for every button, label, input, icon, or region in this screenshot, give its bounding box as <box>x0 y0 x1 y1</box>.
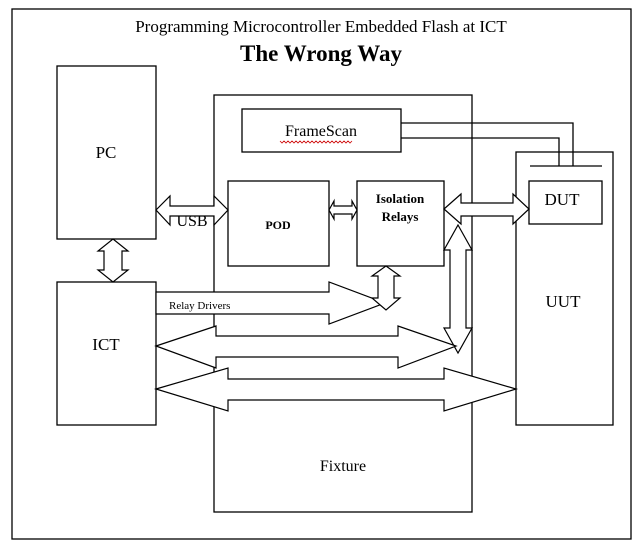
ict-uut-bus-arrow <box>153 367 519 412</box>
ict-block <box>56 281 157 426</box>
ict-relays-bus-arrow <box>154 325 458 369</box>
isolation-relays-label-1: Isolation <box>376 191 425 206</box>
dut-block <box>528 180 603 225</box>
pc-ict-arrow <box>96 238 130 283</box>
ict-label: ICT <box>92 335 120 354</box>
framescan-wire-1 <box>401 122 574 166</box>
framescan-label: FrameScan <box>285 123 357 140</box>
relays-dut-arrow <box>443 192 530 226</box>
pc-block <box>56 65 157 240</box>
uut-label: UUT <box>546 292 582 311</box>
isolation-relays-block <box>356 180 445 267</box>
diagram-title: Programming Microcontroller Embedded Fla… <box>135 17 507 36</box>
pc-label: PC <box>96 143 117 162</box>
usb-arrow <box>155 194 229 227</box>
fixture-label: Fixture <box>320 458 366 475</box>
relay-drivers-label: Relay Drivers <box>169 300 230 312</box>
usb-label: USB <box>176 213 207 230</box>
pod-relays-arrow <box>328 198 358 222</box>
relay-drivers-arrow <box>155 281 387 325</box>
framescan-block <box>241 108 402 153</box>
diagram-subtitle: The Wrong Way <box>240 41 402 66</box>
framescan-wire-2 <box>401 137 560 166</box>
spellcheck-underline <box>279 140 353 144</box>
dut-label: DUT <box>545 190 581 209</box>
pod-label: POD <box>265 218 291 232</box>
pod-block <box>227 180 330 267</box>
isolation-relays-label-2: Relays <box>382 209 419 224</box>
relay-control-arrow <box>370 265 402 311</box>
relays-bus-vertical-arrow <box>442 223 474 355</box>
